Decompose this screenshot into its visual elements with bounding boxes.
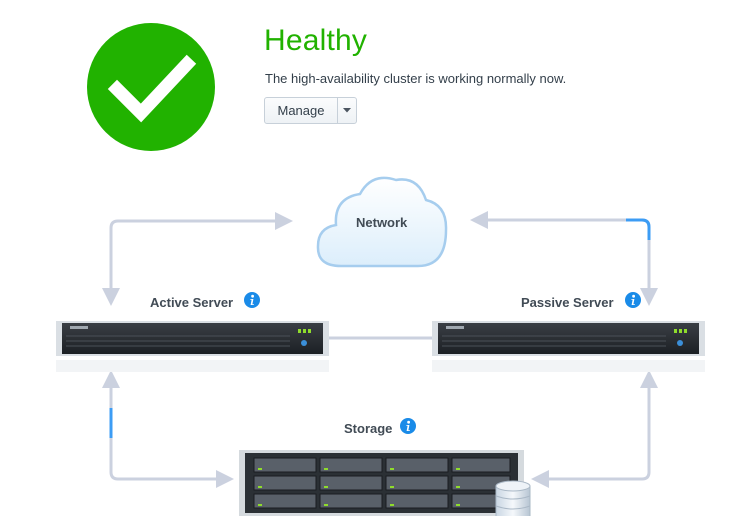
caret-down-icon bbox=[343, 108, 351, 113]
database-icon bbox=[495, 480, 531, 516]
passive-server-info-icon[interactable] bbox=[625, 292, 641, 308]
passive-server-label: Passive Server bbox=[521, 295, 614, 310]
passive-storage-connector bbox=[531, 370, 658, 488]
active-server-info-icon[interactable] bbox=[244, 292, 260, 308]
network-cloud-icon bbox=[316, 176, 448, 268]
active-server-icon bbox=[56, 321, 329, 356]
storage-info-icon[interactable] bbox=[400, 418, 416, 434]
manage-button-label[interactable]: Manage bbox=[265, 98, 338, 123]
manage-dropdown-toggle[interactable] bbox=[338, 98, 356, 123]
status-description: The high-availability cluster is working… bbox=[265, 71, 567, 86]
passive-server-icon bbox=[432, 321, 705, 356]
storage-array-icon bbox=[239, 450, 524, 516]
server-reflection bbox=[56, 360, 329, 372]
network-passive-connector bbox=[470, 211, 658, 306]
manage-button[interactable]: Manage bbox=[264, 97, 357, 124]
active-network-connector bbox=[102, 212, 293, 306]
active-storage-connector bbox=[102, 370, 234, 488]
activity-indicator bbox=[626, 218, 651, 240]
server-reflection bbox=[432, 360, 705, 372]
active-server-label: Active Server bbox=[150, 295, 234, 310]
healthy-status-icon bbox=[87, 23, 215, 151]
status-title: Healthy bbox=[264, 24, 368, 57]
network-label: Network bbox=[356, 215, 408, 230]
checkmark-icon bbox=[107, 54, 197, 123]
storage-label: Storage bbox=[344, 421, 393, 436]
